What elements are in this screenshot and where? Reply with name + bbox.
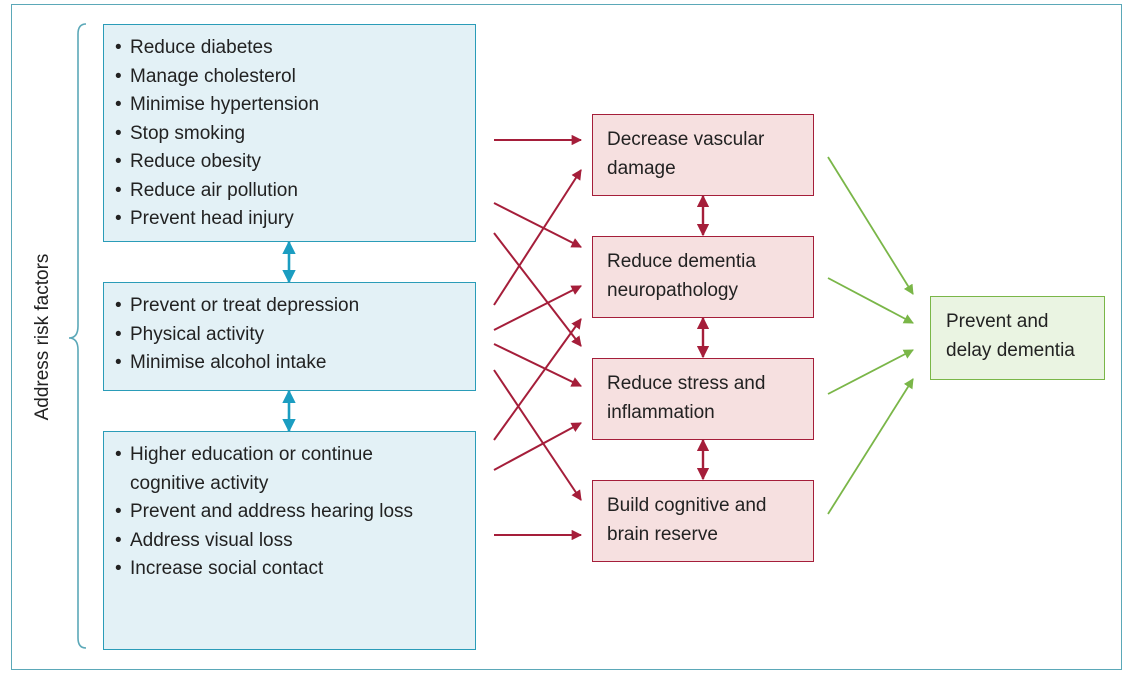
risk-group-2: Prevent or treat depression Physical act… — [103, 282, 476, 391]
risk-group-1: Reduce diabetes Manage cholesterol Minim… — [103, 24, 476, 242]
risk-item: Increase social contact — [104, 555, 475, 584]
risk-item: Reduce obesity — [104, 148, 475, 177]
risk-item: Minimise hypertension — [104, 91, 475, 120]
outcome-label-line1: Prevent and — [946, 311, 1049, 332]
arrow-reserve-outcome — [827, 378, 914, 515]
risk-item: Reduce air pollution — [104, 177, 475, 206]
mechanism-label-line1: Build cognitive and — [607, 495, 767, 516]
arrow-g3-neuropathology — [493, 318, 582, 441]
mechanism-label-line1: Reduce dementia — [607, 251, 756, 272]
mechanism-neuropathology: Reduce dementia neuropathology — [592, 236, 814, 318]
figure-frame — [11, 4, 1122, 670]
risk-item: Prevent and address hearing loss — [104, 498, 475, 527]
arrow-g3-stress — [493, 422, 582, 471]
outcome-label-line2: delay dementia — [946, 339, 1075, 361]
mechanism-label-line2: inflammation — [607, 401, 715, 423]
mechanism-label-line2: neuropathology — [607, 279, 738, 301]
risk-item: Manage cholesterol — [104, 63, 475, 92]
mechanism-stress: Reduce stress and inflammation — [592, 358, 814, 440]
risk-group-3: Higher education or continue cognitive a… — [103, 431, 476, 650]
arrow-stress-outcome — [827, 349, 914, 395]
arrow-g2-reserve — [493, 369, 582, 501]
arrow-g2-stress — [493, 343, 582, 387]
arrow-g1-neuropathology — [493, 202, 582, 248]
arrow-g2-vascular — [493, 169, 582, 306]
risk-item: Higher education or continue cognitive a… — [104, 441, 410, 498]
risk-item: Reduce diabetes — [104, 34, 475, 63]
side-label: Address risk factors — [32, 253, 53, 421]
risk-item: Address visual loss — [104, 527, 475, 556]
mechanism-label-line2: brain reserve — [607, 523, 718, 545]
left-brace — [68, 23, 87, 649]
risk-item: Prevent or treat depression — [104, 292, 475, 321]
arrow-neuropathology-outcome — [827, 277, 914, 324]
mechanism-label-line2: damage — [607, 157, 676, 179]
risk-item: Minimise alcohol intake — [104, 349, 475, 378]
risk-item: Stop smoking — [104, 120, 475, 149]
arrow-g1-stress — [493, 232, 582, 347]
risk-item: Prevent head injury — [104, 205, 475, 234]
outcome-box: Prevent and delay dementia — [930, 296, 1105, 380]
risk-item: Physical activity — [104, 321, 475, 350]
mechanism-label-line1: Decrease vascular — [607, 129, 765, 150]
arrow-vascular-outcome — [827, 156, 914, 295]
mechanism-reserve: Build cognitive and brain reserve — [592, 480, 814, 562]
mechanism-label-line1: Reduce stress and — [607, 373, 766, 394]
mechanism-vascular: Decrease vascular damage — [592, 114, 814, 196]
arrow-g2-neuropathology — [493, 285, 582, 331]
